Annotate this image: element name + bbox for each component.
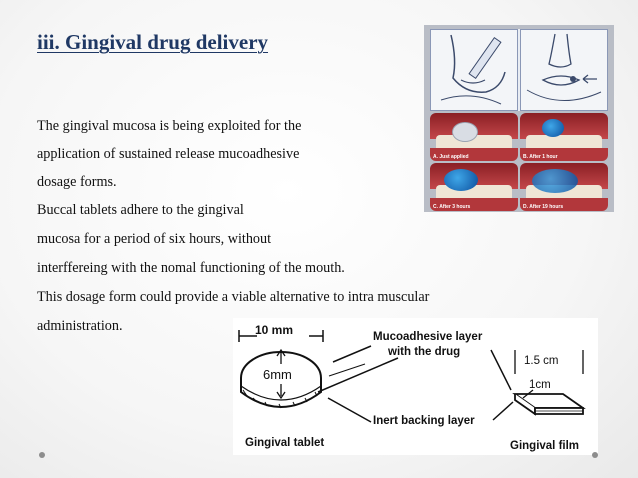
caption-d: D. After 19 hours	[523, 204, 564, 210]
slide-dot-left	[39, 452, 45, 458]
dim-6mm-label: 6mm	[263, 367, 292, 382]
body-line-7: This dosage form could provide a viable …	[37, 289, 430, 305]
body-line-2: application of sustained release mucoadh…	[37, 146, 300, 162]
slide-dot-right	[592, 452, 598, 458]
dosage-form-diagram: 10 mm 6mm Mucoadhesive layer with the dr…	[233, 318, 598, 455]
photo-after-3-hours: C. After 3 hours	[430, 163, 518, 211]
inert-backing-layer-label: Inert backing layer	[373, 415, 475, 427]
application-sketch	[430, 29, 608, 111]
body-line-5: mucosa for a period of six hours, withou…	[37, 231, 272, 247]
mucoadhesive-layer-label: Mucoadhesive layer	[373, 331, 483, 343]
tablet-blue-icon	[542, 119, 564, 137]
sketch-frame-right	[520, 29, 608, 111]
gingival-tablet-label: Gingival tablet	[245, 437, 325, 449]
tablet-white-icon	[452, 122, 478, 142]
body-line-6: interffereing with the nomal functioning…	[37, 260, 345, 276]
body-line-4: Buccal tablets adhere to the gingival	[37, 202, 244, 218]
photo-after-1-hour: B. After 1 hour	[520, 113, 608, 161]
dim-10mm-label: 10 mm	[255, 323, 294, 337]
body-line-8: administration.	[37, 318, 123, 334]
caption-b: B. After 1 hour	[523, 154, 558, 160]
body-line-1: The gingival mucosa is being exploited f…	[37, 118, 302, 134]
photo-panel: A. Just applied B. After 1 hour C. After…	[424, 25, 614, 212]
sketch-frame-left	[430, 29, 518, 111]
photo-after-19-hours: D. After 19 hours	[520, 163, 608, 211]
gingival-film-label: Gingival film	[510, 440, 580, 452]
caption-a: A. Just applied	[433, 154, 469, 160]
face-sketch-icon	[526, 33, 602, 101]
dim-1cm-label: 1cm	[529, 379, 551, 391]
diagram-drawing	[238, 330, 586, 423]
photo-just-applied: A. Just applied	[430, 113, 518, 161]
with-drug-label: with the drug	[388, 346, 461, 358]
tablet-blue-icon	[532, 169, 578, 193]
body-line-3: dosage forms.	[37, 174, 117, 190]
tablet-blue-icon	[444, 169, 478, 191]
caption-c: C. After 3 hours	[433, 204, 471, 210]
applicator-sketch-icon	[440, 34, 506, 105]
slide-title: iii. Gingival drug delivery	[37, 30, 269, 54]
dim-1-5cm-label: 1.5 cm	[524, 355, 559, 367]
